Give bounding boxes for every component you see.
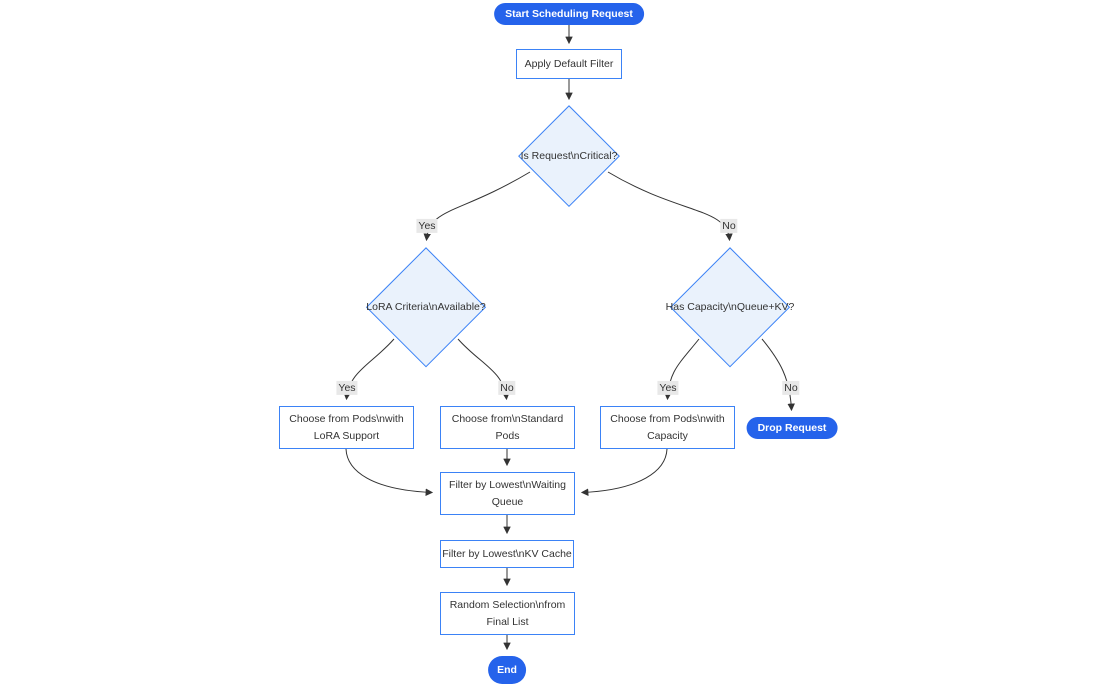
edge-label-capacity-yes: Yes bbox=[657, 380, 679, 396]
edge-label-lora-yes: Yes bbox=[336, 380, 358, 396]
node-end: End bbox=[488, 656, 526, 684]
node-start: Start Scheduling Request bbox=[494, 3, 644, 25]
edge-label-critical-yes: Yes bbox=[416, 218, 438, 234]
node-choose-capacity-pods: Choose from Pods\nwith Capacity bbox=[600, 406, 735, 449]
edge-capacitypods-to-filter bbox=[580, 448, 668, 496]
edge-critical-yes bbox=[423, 171, 531, 242]
edge-label-capacity-no: No bbox=[782, 380, 800, 396]
node-filter-waiting-queue: Filter by Lowest\nWaiting Queue bbox=[440, 472, 575, 515]
edge-critical-no bbox=[607, 171, 733, 242]
node-random-selection: Random Selection\nfrom Final List bbox=[440, 592, 575, 635]
node-filter-kv-cache: Filter by Lowest\nKV Cache bbox=[440, 540, 574, 568]
node-choose-standard-pods: Choose from\nStandard Pods bbox=[440, 406, 575, 449]
node-is-request-critical: Is Request\nCritical? bbox=[518, 105, 620, 207]
edge-label-critical-no: No bbox=[720, 218, 738, 234]
node-has-capacity-queue-kv: Has Capacity\nQueue+KV? bbox=[666, 247, 794, 367]
node-choose-lora-pods: Choose from Pods\nwith LoRA Support bbox=[279, 406, 414, 449]
edge-label-lora-no: No bbox=[498, 380, 516, 396]
node-lora-criteria-available: LoRA Criteria\nAvailable? bbox=[366, 247, 486, 367]
node-drop-request: Drop Request bbox=[746, 417, 838, 439]
edge-lorapods-to-filter bbox=[345, 448, 434, 496]
node-apply-default-filter: Apply Default Filter bbox=[516, 49, 622, 79]
